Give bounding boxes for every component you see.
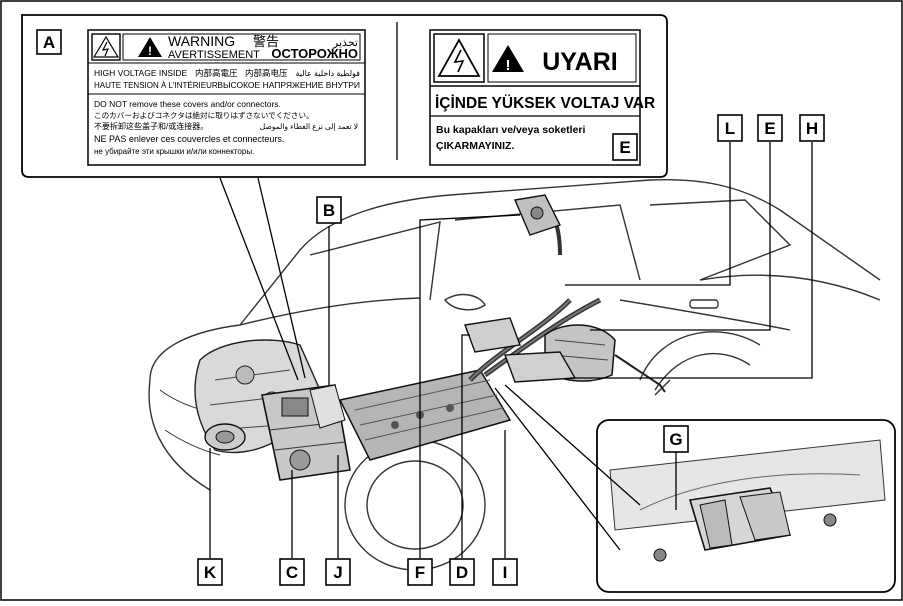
label-ne-pas-enlever: NE PAS enlever ces couvercles et connect…	[94, 134, 284, 144]
callout-C: C	[279, 558, 305, 586]
callout-A: A	[36, 29, 62, 55]
charging-inlet	[514, 194, 561, 236]
leader-lines	[209, 142, 813, 558]
label-haute-tension: HAUTE TENSION À L'INTÉRIEUR	[94, 81, 218, 90]
callout-F: F	[407, 558, 433, 586]
callout-G: G	[663, 425, 689, 453]
label-avertissement: AVERTISSEMENT	[168, 49, 260, 61]
svg-text:!: !	[506, 57, 511, 74]
label-japanese-warning: 警告	[253, 34, 279, 49]
label-russian-do-not-remove: не убирайте эти крышки и/или коннекторы.	[94, 147, 254, 156]
label-russian-warning: ОСТОРОЖНО	[271, 46, 358, 61]
callout-E-turkish: E	[612, 133, 638, 161]
label-chinese-high-voltage: 内部高电压	[245, 68, 288, 78]
label-japanese-do-not-remove: このカバーおよびコネクタは絶対に取りはずさないでください。	[94, 110, 314, 120]
turkish-warning-label: ! UYARI İÇİNDE YÜKSEK VOLTAJ VAR Bu kapa…	[429, 29, 655, 166]
callout-I: I	[492, 558, 518, 586]
label-chinese-do-not-remove: 不要拆卸这些盖子和/或连接器。	[94, 121, 208, 131]
label-turkish-line2: ÇIKARMAYINIZ.	[436, 140, 514, 152]
callout-C-label: C	[286, 563, 298, 582]
battery-pack	[338, 369, 512, 461]
svg-text:!: !	[148, 44, 152, 58]
callout-H-label: H	[806, 119, 818, 138]
label-warning-text: WARNING	[168, 33, 235, 49]
callout-L: L	[717, 114, 743, 142]
high-voltage-warning-icon-turkish	[437, 38, 481, 77]
label-high-voltage-turkish: İÇİNDE YÜKSEK VOLTAJ VAR	[435, 95, 655, 112]
high-voltage-warning-icon	[92, 35, 120, 58]
label-do-not-remove: DO NOT remove these covers and/or connec…	[94, 99, 281, 109]
label-uyari: UYARI	[542, 48, 618, 76]
junction-box	[309, 384, 346, 429]
label-russian-high-voltage: ВЫСОКОЕ НАПРЯЖЕНИЕ ВНУТРИ	[217, 80, 360, 90]
callout-E-turkish-label: E	[619, 138, 630, 157]
callout-B: B	[316, 196, 342, 224]
service-plug-inset	[596, 419, 896, 593]
label-turkish-line1: Bu kapakları ve/veya soketleri	[436, 124, 586, 136]
callout-J-label: J	[333, 563, 342, 582]
callout-K: K	[197, 558, 223, 586]
callout-D: D	[449, 558, 475, 586]
callout-B-label: B	[323, 201, 335, 220]
rear-cables-overlay	[469, 299, 601, 381]
label-high-voltage: HIGH VOLTAGE INSIDE	[94, 68, 188, 78]
dc-dc-converter	[464, 317, 521, 353]
callout-G-label: G	[669, 430, 682, 449]
callout-K-label: K	[204, 563, 217, 582]
callout-E: E	[757, 114, 783, 142]
exclamation-triangle-icon-turkish	[492, 45, 524, 72]
label-arabic-do-not-remove: لا تعمد إلى نزع الغطاء والموصل	[260, 122, 358, 131]
multilingual-warning-label: ! WARNING 警告 تحذير AVERTISSEMENT ОСТОРОЖ…	[87, 29, 366, 166]
callout-A-label: A	[43, 33, 55, 52]
exclamation-triangle-icon	[138, 37, 162, 57]
label-arabic-warning: تحذير	[332, 37, 358, 49]
label-arabic-high-voltage: فولطية داخلية عالية	[295, 69, 360, 78]
compressor	[204, 423, 246, 451]
callout-L-label: L	[725, 119, 735, 138]
label-japanese-high-voltage: 内部高電圧	[195, 68, 238, 78]
callout-E-label: E	[764, 119, 775, 138]
callout-H: H	[799, 114, 825, 142]
callout-F-label: F	[415, 563, 425, 582]
callout-I-label: I	[503, 563, 508, 582]
callout-J: J	[325, 558, 351, 586]
callout-D-label: D	[456, 563, 468, 582]
